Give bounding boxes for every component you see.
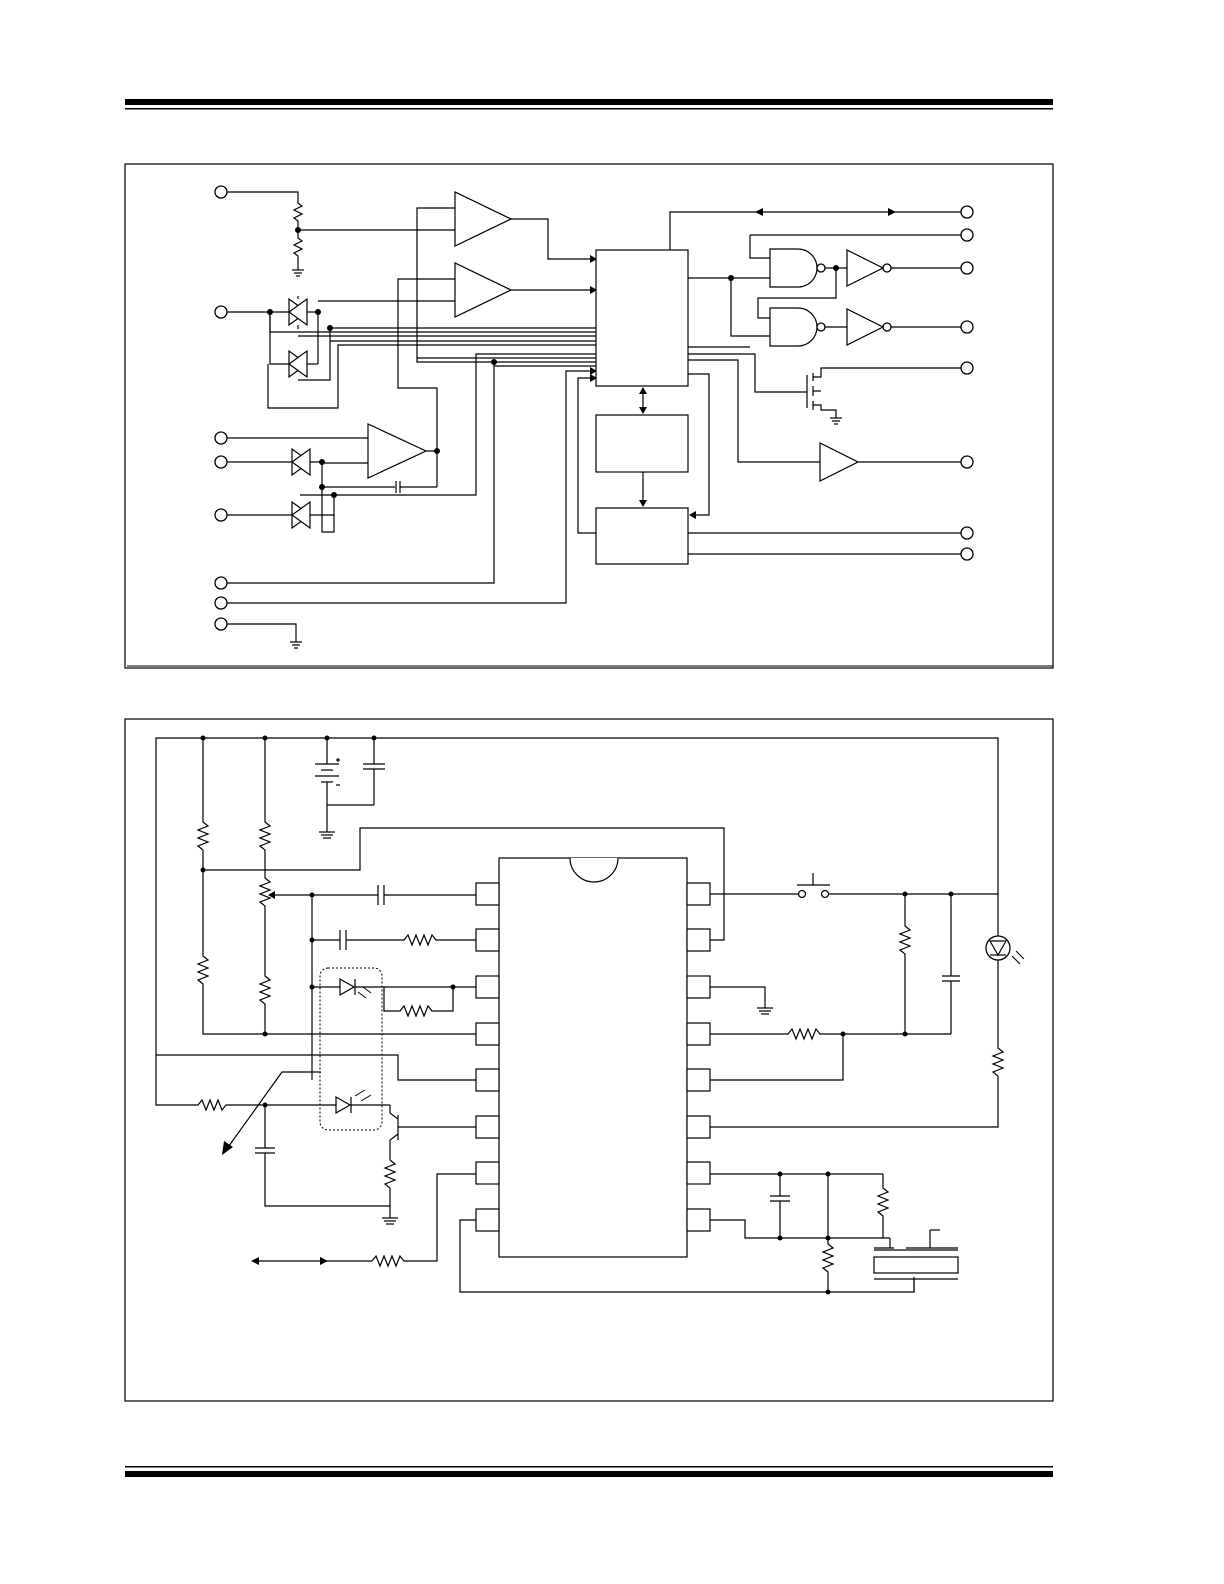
transmission-gate (227, 447, 437, 493)
inverter-1 (846, 249, 885, 287)
pin-circle (214, 305, 228, 319)
pin-circle (214, 455, 228, 469)
comparator-2 (454, 262, 513, 318)
status-led (710, 894, 1025, 1128)
pin-circle (960, 261, 974, 275)
pin-circle (960, 526, 974, 540)
timer-block (595, 507, 689, 565)
photodiode (309, 977, 476, 999)
ic-notch (569, 857, 619, 883)
resistor (196, 738, 210, 870)
pin-circle (214, 508, 228, 522)
battery (315, 738, 374, 839)
pin-circle (214, 185, 228, 199)
ic-right-pins (686, 882, 711, 1232)
block-diagram (124, 163, 1054, 669)
mosfet (688, 353, 961, 425)
nand-gate-1 (769, 248, 818, 288)
pin-circle (214, 431, 228, 445)
pin-circle (960, 547, 974, 561)
optical-chamber (319, 967, 383, 1131)
application-schematic (124, 718, 1054, 1402)
pin-circle (214, 596, 228, 610)
pin-circle (214, 617, 228, 631)
pin-circle (960, 320, 974, 334)
transmission-gate (227, 353, 596, 533)
npn-transistor (382, 1105, 476, 1225)
ic-body (498, 857, 688, 1258)
ir-led (335, 1089, 390, 1115)
supply-capacitor (363, 738, 385, 805)
nand-gate-2 (769, 307, 818, 347)
pin-circle (960, 228, 974, 242)
pin-circle (960, 455, 974, 469)
footer-rule (125, 1466, 1053, 1477)
schematic-frame (124, 718, 1054, 1402)
inverter-2 (846, 308, 885, 346)
potentiometer (258, 738, 312, 1034)
oscillator-block (595, 414, 689, 473)
buffer (819, 442, 860, 482)
piezo-horn (873, 1229, 959, 1292)
pin-circle (960, 205, 974, 219)
ic-left-pins (475, 882, 500, 1232)
pin-circle (960, 361, 974, 375)
resistor (196, 870, 476, 1035)
pointer-arrow (225, 1071, 321, 1151)
block-diagram-frame (124, 163, 1054, 669)
header-rule (125, 99, 1053, 110)
amplifier (367, 423, 428, 479)
transmission-gate (227, 296, 321, 329)
push-button (710, 873, 998, 899)
logic-block (595, 249, 689, 387)
divider-resistor (227, 191, 455, 277)
comparator-1 (454, 191, 513, 247)
pin-circle (214, 576, 228, 590)
